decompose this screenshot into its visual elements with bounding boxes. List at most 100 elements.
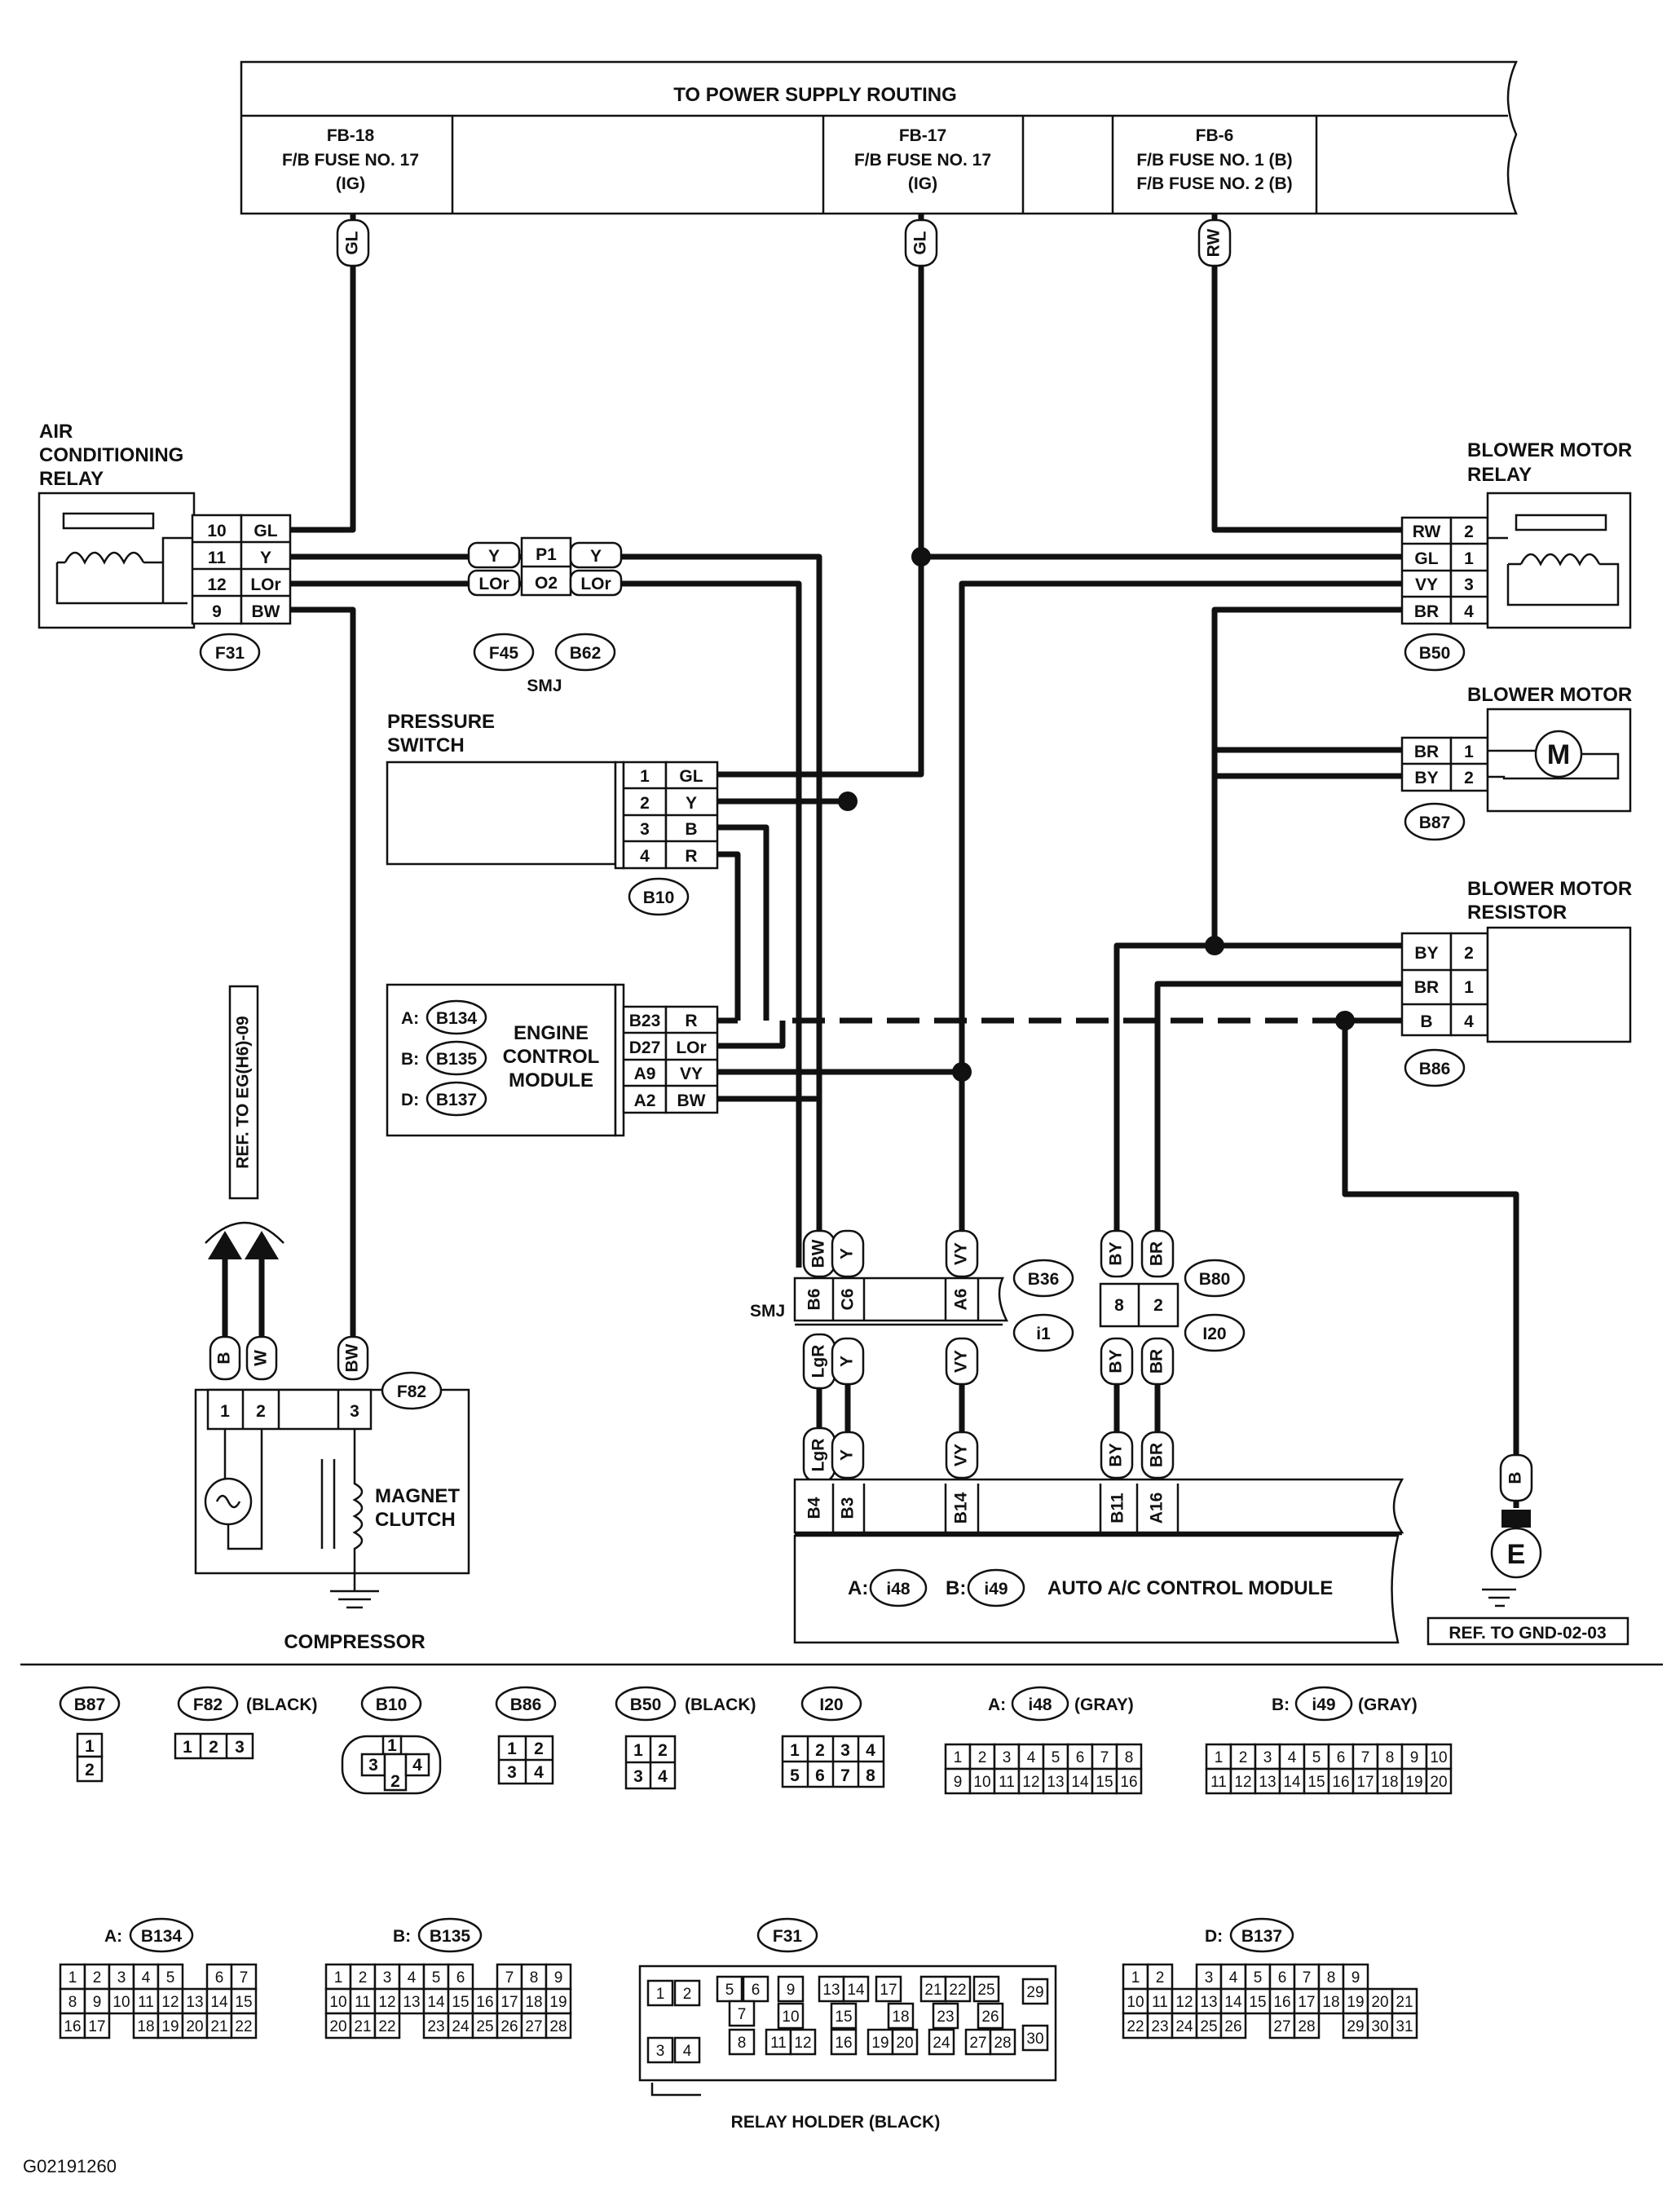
grid-i49-pin: 14 xyxy=(1283,1774,1301,1791)
pressure-wire-gl: GL xyxy=(679,767,703,786)
grid-f31-pin: 30 xyxy=(1026,2031,1043,2048)
grid-b134-pin: 20 xyxy=(186,2018,203,2035)
conn-b134: B134 xyxy=(436,1009,478,1028)
grid-i49-pin: 16 xyxy=(1332,1774,1349,1791)
grid-f31-pin: 21 xyxy=(924,1982,941,1999)
grid-b137-cell xyxy=(1268,1963,1296,1991)
auto-ac-prefix-a: A: xyxy=(848,1577,868,1599)
pressure-pin-1: 1 xyxy=(640,767,650,786)
fb18-label: FB-18 xyxy=(327,126,375,145)
grid-f31-pin: 22 xyxy=(949,1982,966,1999)
smj-b62-y: Y xyxy=(590,547,602,566)
grid-i48-cell xyxy=(1115,1743,1143,1770)
fb6-fuse1: F/B FUSE NO. 1 (B) xyxy=(1136,151,1292,170)
grid-b135-pin: 3 xyxy=(383,1969,392,1987)
compressor: B W BW 1 2 3 F82 MAGNET CLUTCH COMPRESSO… xyxy=(194,1335,470,1653)
grid-b135-pin: 6 xyxy=(456,1969,465,1987)
grid-f31-pin: 26 xyxy=(981,2009,999,2026)
conn-i48: i48 xyxy=(886,1580,911,1598)
legend-i20-pin-2: 2 xyxy=(815,1741,825,1760)
legend-b10-pin-4: 4 xyxy=(412,1756,422,1775)
conn-b135: B135 xyxy=(436,1050,478,1069)
ecm-wire-r: R xyxy=(685,1012,697,1030)
grid-b137-pin: 8 xyxy=(1327,1969,1336,1987)
relay-holder-bracket xyxy=(650,2083,701,2097)
pressure-wire-y: Y xyxy=(686,794,697,813)
grid-b137-pin: 27 xyxy=(1273,2018,1290,2035)
power-supply-box: TO POWER SUPPLY ROUTING FB-18 F/B FUSE N… xyxy=(240,60,1518,215)
grid-i48-pin: 3 xyxy=(1003,1749,1012,1766)
grid-f31-pin: 25 xyxy=(977,1982,994,1999)
blower-resistor-label-1: BLOWER MOTOR xyxy=(1467,878,1632,900)
legend-i20-pin-1: 1 xyxy=(790,1741,800,1760)
grid-b135-pin: 5 xyxy=(432,1969,441,1987)
grid-b134-cell xyxy=(59,1963,86,1991)
grid-b137-pin: 25 xyxy=(1200,2018,1217,2035)
grid-i49-cell xyxy=(1327,1743,1355,1770)
auto-ac-pin-b3: B3 xyxy=(839,1497,858,1519)
smj-f45-lor: LOr xyxy=(478,575,509,593)
tag-br-low: BR xyxy=(1148,1443,1166,1467)
grid-f31-pin: 20 xyxy=(896,2035,913,2052)
tag-vy-mid: VY xyxy=(952,1350,971,1373)
pressure-switch-label-2: SWITCH xyxy=(387,734,465,756)
smj-pin-p1: P1 xyxy=(536,545,557,564)
grid-b137-pin: 6 xyxy=(1278,1969,1287,1987)
magnet-clutch-label-1: MAGNET xyxy=(375,1485,460,1507)
ac-relay-pin-9: 9 xyxy=(212,602,222,621)
ecm-prefix-a: A: xyxy=(401,1009,419,1028)
auto-ac-label: AUTO A/C CONTROL MODULE xyxy=(1047,1577,1333,1599)
blower-motor-relay: BLOWER MOTOR RELAY RW GL VY BR 2 1 3 4 B… xyxy=(1400,439,1632,672)
grid-b135-cell xyxy=(520,1963,548,1991)
conn-b137: B137 xyxy=(436,1091,477,1109)
grid-b135-pin: 1 xyxy=(334,1969,343,1987)
fb6-label: FB-6 xyxy=(1196,126,1234,145)
legend-i20-pin-6: 6 xyxy=(815,1766,825,1785)
compressor-pin-2: 2 xyxy=(256,1402,266,1421)
grid-b137-pin: 30 xyxy=(1371,2018,1388,2035)
grid-f31-pin: 9 xyxy=(787,1982,796,1999)
grid-f31-cell xyxy=(789,2028,817,2056)
grid-b134-pin: 11 xyxy=(138,1994,154,2011)
grid-b134-pin: 16 xyxy=(64,2018,81,2035)
grid-i49-pin: 6 xyxy=(1337,1749,1346,1766)
grid-b135-pin: 19 xyxy=(549,1994,567,2011)
conn-f82: F82 xyxy=(397,1382,426,1401)
grid-b134-pin: 7 xyxy=(240,1969,249,1987)
grid-b137-cell xyxy=(1195,2012,1223,2039)
tag-gl-fb17: GL xyxy=(911,231,930,254)
ecm-wire-vy: VY xyxy=(680,1065,703,1083)
grid-b137-pin: 26 xyxy=(1224,2018,1241,2035)
grid-b135-pin: 9 xyxy=(554,1969,563,1987)
grid-b134-cell xyxy=(108,1963,135,1991)
tag-vy-upper: VY xyxy=(952,1242,971,1265)
conn-f31: F31 xyxy=(215,644,245,663)
grid-b135-cell xyxy=(422,2012,450,2039)
grid-i48-pin: 13 xyxy=(1047,1774,1064,1791)
pressure-wire-b: B xyxy=(685,820,697,839)
grid-b137-pin: 15 xyxy=(1249,1994,1266,2011)
legend-row-1: B87 1 2 F82 (BLACK) 1 2 3 B10 1 3 2 4 B8… xyxy=(59,1686,1453,1795)
legend-b87-pin-2: 2 xyxy=(85,1761,95,1779)
grid-i49-pin: 4 xyxy=(1288,1749,1297,1766)
grid-b135-pin: 23 xyxy=(427,2018,444,2035)
smj-label-lower: SMJ xyxy=(750,1302,785,1321)
ac-relay-wire-y: Y xyxy=(260,549,271,567)
grid-i48-pin: 4 xyxy=(1027,1749,1036,1766)
smj-pin-b6: B6 xyxy=(805,1289,824,1311)
auto-ac-prefix-b: B: xyxy=(946,1577,966,1599)
grid-b137-cell xyxy=(1219,2012,1247,2039)
legend-b10-pin-3: 3 xyxy=(368,1756,378,1775)
grid-i48-cell xyxy=(1066,1743,1094,1770)
grid-b137-pin: 7 xyxy=(1303,1969,1312,1987)
smj-pin-8: 8 xyxy=(1114,1296,1124,1315)
legend-b86-pin-1: 1 xyxy=(507,1740,517,1758)
grid-f31-pin: 13 xyxy=(822,1982,840,1999)
resistor-wire-br: BR xyxy=(1414,978,1439,997)
tag-y-mid: Y xyxy=(838,1356,857,1367)
ref-eg-group: REF. TO EG(H6)-09 xyxy=(205,985,284,1361)
grid-b137-pin: 19 xyxy=(1347,1994,1364,2011)
